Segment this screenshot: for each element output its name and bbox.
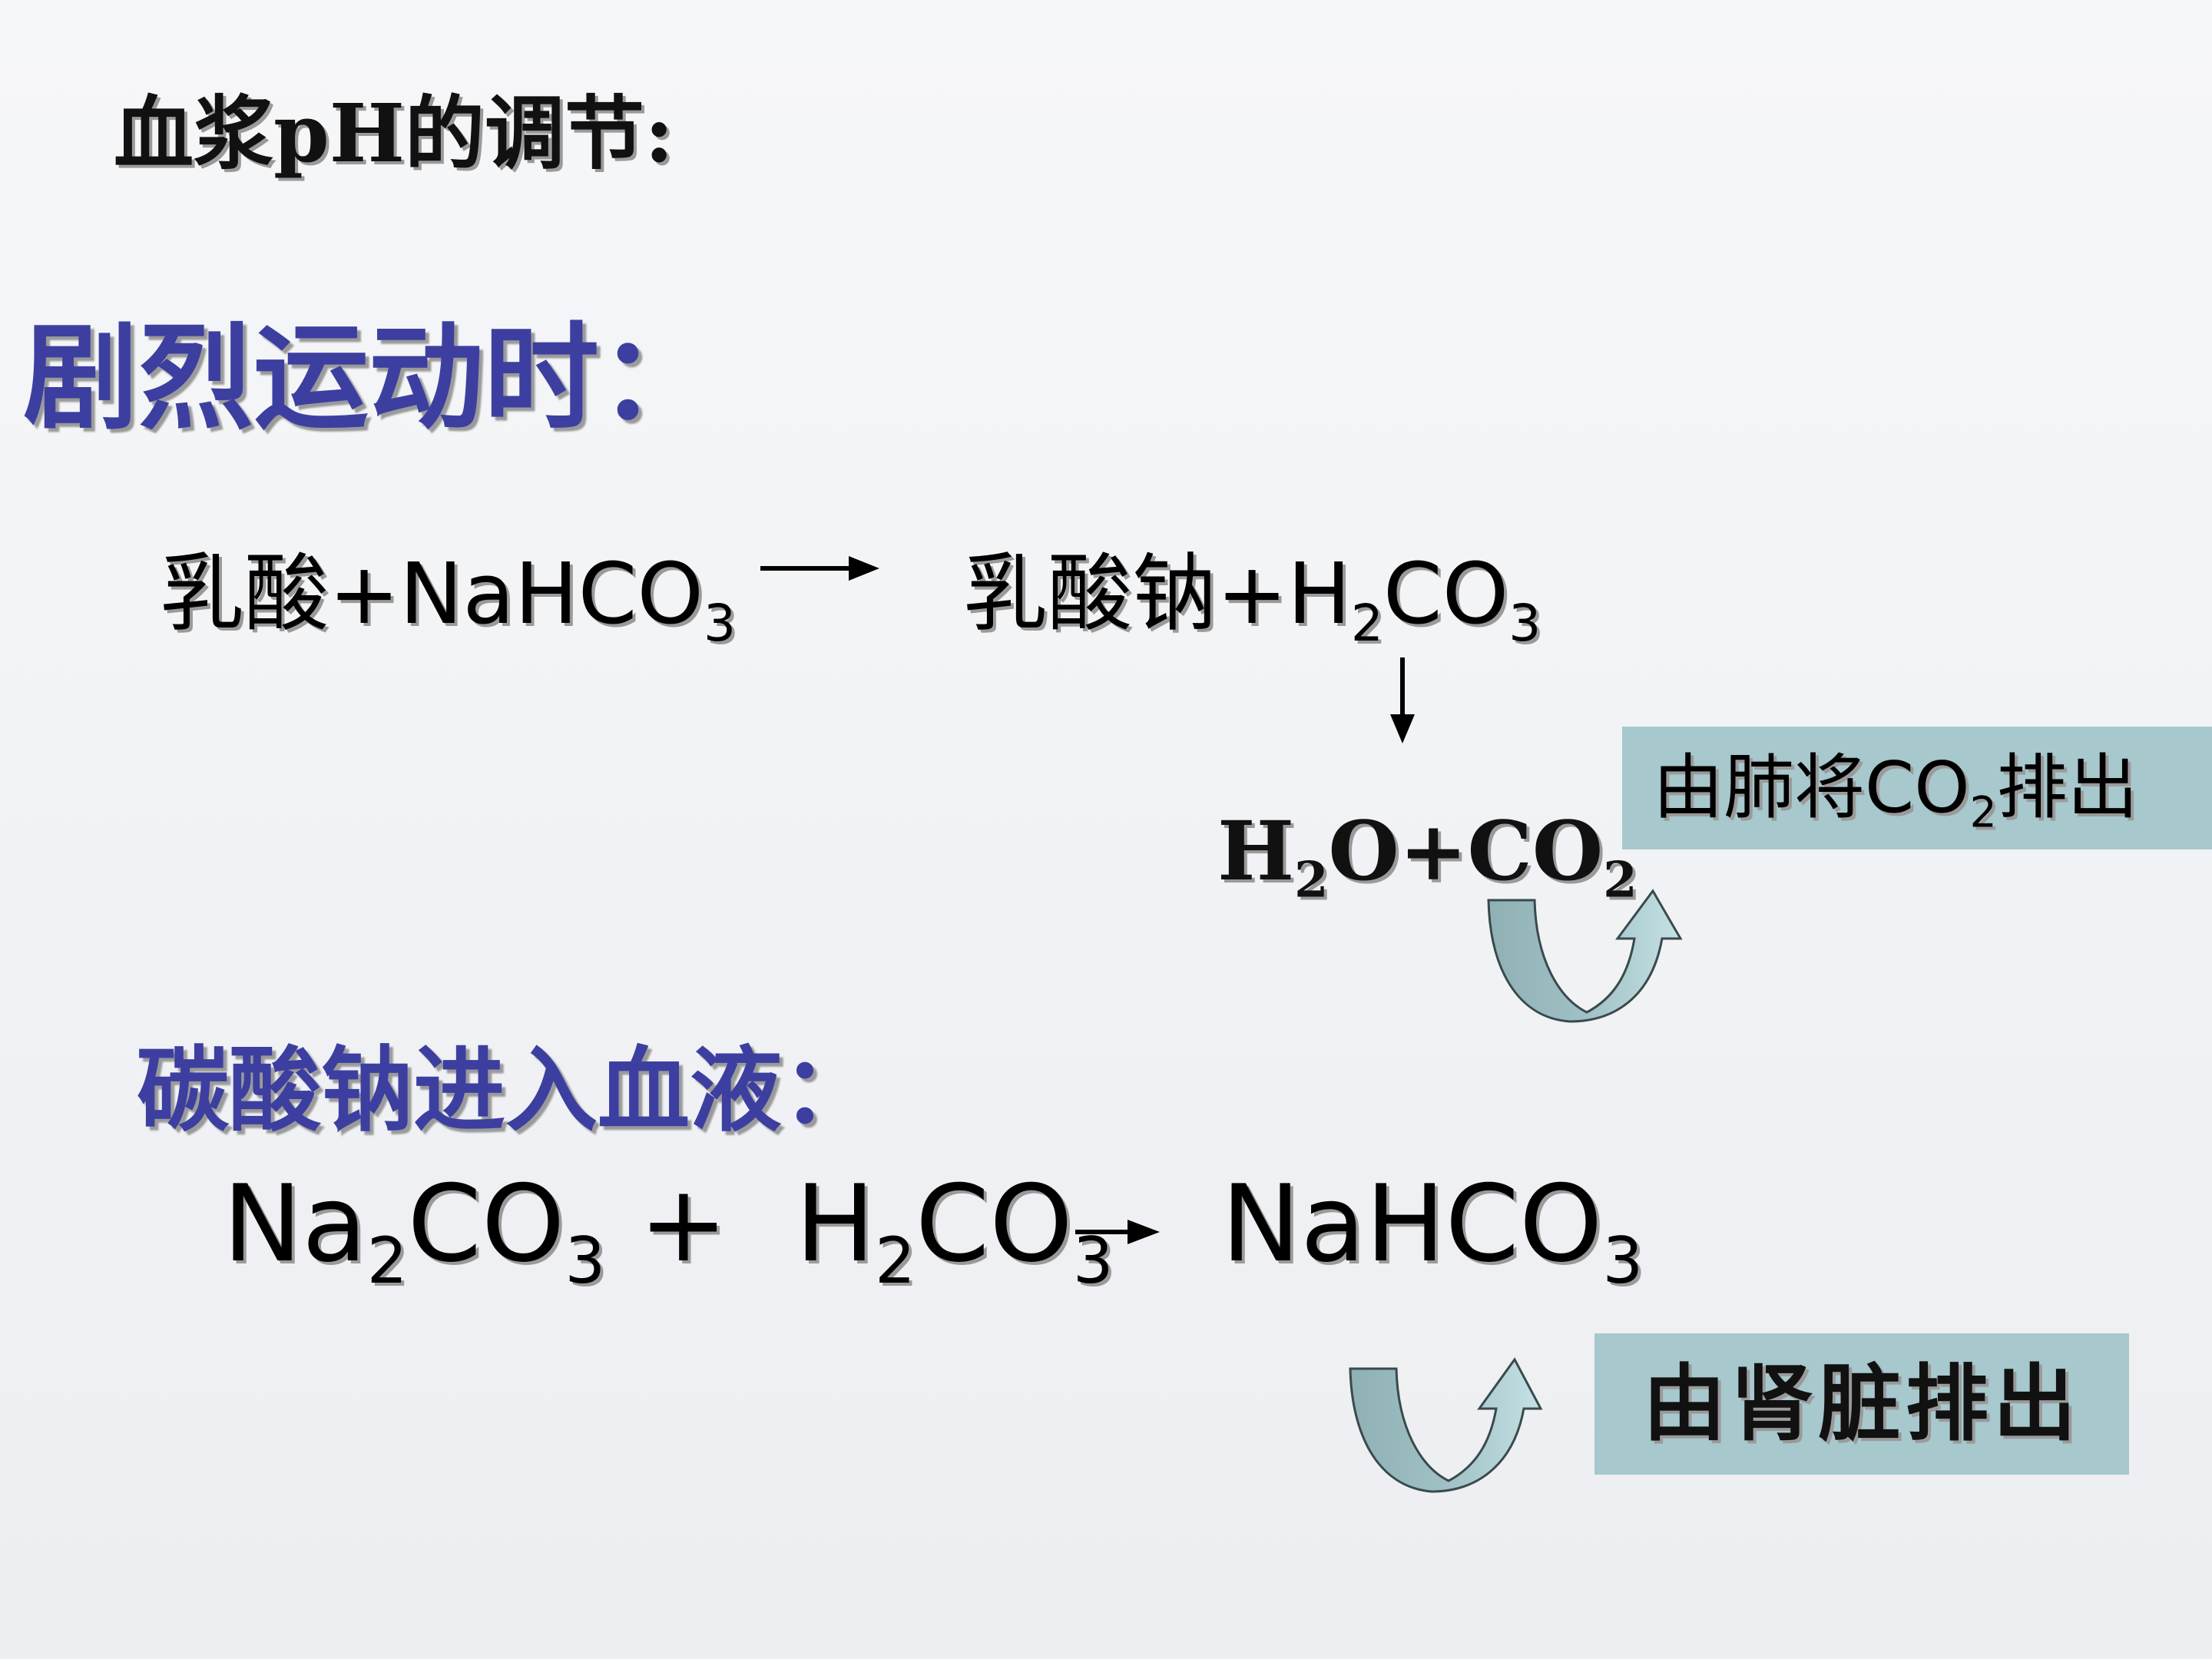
equation-1-reactants: 乳酸+NaHCO3 [160,551,736,649]
decomposition-products: H2O+CO2 [1217,810,1637,904]
equation-1-products: 乳酸钠+H2CO3 [963,551,1541,649]
eq2-d: CO [915,1162,1073,1286]
eq1-right-sub1: 2 [1350,594,1383,654]
heading-sodium-carbonate: 碳酸钠进入血液： [137,1036,874,1144]
curved-arrow-icon [1349,1357,1543,1493]
eq2-b-sub: 3 [565,1223,606,1298]
eq2-right-text: NaHCO [1221,1162,1603,1286]
eq1-left-text: 乳酸+NaHCO [160,545,704,643]
down-arrow-icon [1390,657,1415,743]
reaction-arrow-icon [1075,1220,1160,1244]
equation-2-reactants: Na2CO3 + H2CO3 [223,1171,1114,1293]
eq2-c-sub: 2 [875,1223,916,1298]
lungs-callout-text: 由肺将CO2排出 [1622,753,2138,834]
products-text2: O+CO [1328,803,1604,899]
reaction-arrow-icon [760,556,879,581]
eq2-c: + H [605,1162,876,1286]
eq1-left-sub: 3 [703,594,736,654]
eq2-d-sub: 3 [1072,1223,1114,1298]
eq2-b: CO [407,1162,565,1286]
lungs-callout-box: 由肺将CO2排出 [1622,727,2212,849]
eq1-right-sub2: 3 [1508,594,1541,654]
eq2-a: Na [223,1162,367,1286]
curved-arrow-icon [1487,889,1683,1023]
equation-2-product: NaHCO3 [1221,1171,1643,1293]
eq2-a-sub: 2 [366,1223,408,1298]
eq1-right-text2: CO [1382,545,1509,643]
kidney-callout-text: 由肾脏排出 [1642,1356,2081,1452]
lungs-text1: 由肺将CO [1653,747,1970,829]
lungs-text2: 排出 [1996,747,2138,829]
products-text1: H [1217,803,1295,899]
products-sub2: 2 [1603,850,1637,909]
products-sub1: 2 [1294,850,1329,909]
lungs-sub: 2 [1969,788,1997,838]
heading-exercise: 剧烈运动时： [23,312,715,445]
eq2-right-sub: 3 [1602,1223,1644,1298]
eq1-right-text1: 乳酸钠+H [963,545,1351,643]
slide-title: 血浆pH的调节: [114,86,674,180]
kidney-callout-box: 由肾脏排出 [1594,1333,2129,1475]
